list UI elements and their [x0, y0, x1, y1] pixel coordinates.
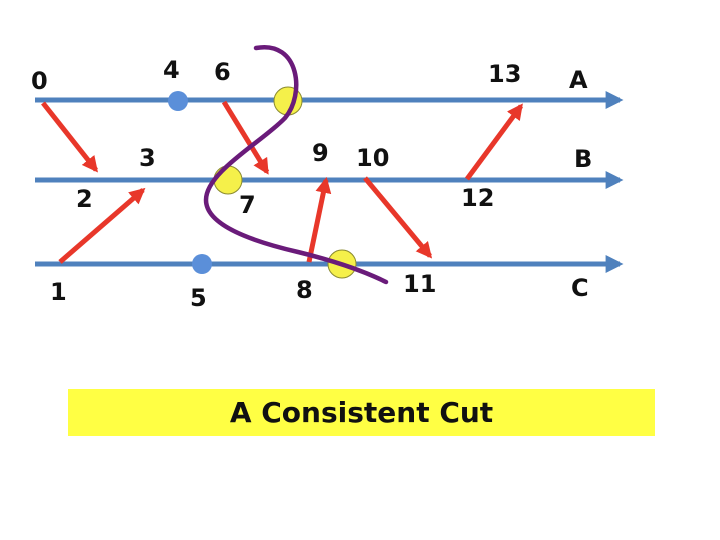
caption-text: A Consistent Cut: [229, 396, 494, 429]
event-2-label: 2: [76, 185, 93, 213]
message-1-to-3: [58, 187, 146, 264]
caption-banner: A Consistent Cut: [68, 389, 655, 436]
event-4-label: 4: [163, 56, 180, 84]
event-6-label: 6: [214, 58, 231, 86]
event-5-dot: [192, 254, 212, 274]
message-8-to-9: [306, 176, 332, 263]
event-0-label: 0: [31, 67, 48, 95]
message-6-to-7: [221, 100, 270, 175]
event-8-label: 8: [296, 276, 313, 304]
message-12-to-13: [464, 103, 524, 181]
process-a-label: A: [569, 66, 588, 94]
event-7-label: 7: [239, 191, 256, 219]
message-0-to-2: [41, 101, 98, 173]
event-10-label: 10: [356, 144, 389, 172]
event-4-dot: [168, 91, 188, 111]
event-12-label: 12: [461, 184, 494, 212]
process-b-label: B: [574, 145, 592, 173]
event-1-label: 1: [50, 278, 67, 306]
event-5-label: 5: [190, 284, 207, 312]
cut-marker-b: [213, 165, 243, 195]
event-9-label: 9: [312, 139, 329, 167]
consistent-cut-curve: [203, 45, 389, 285]
event-13-label: 13: [488, 60, 521, 88]
event-11-label: 11: [403, 270, 436, 298]
event-3-label: 3: [139, 144, 156, 172]
message-10-to-11: [363, 176, 433, 259]
process-c-label: C: [571, 274, 589, 302]
